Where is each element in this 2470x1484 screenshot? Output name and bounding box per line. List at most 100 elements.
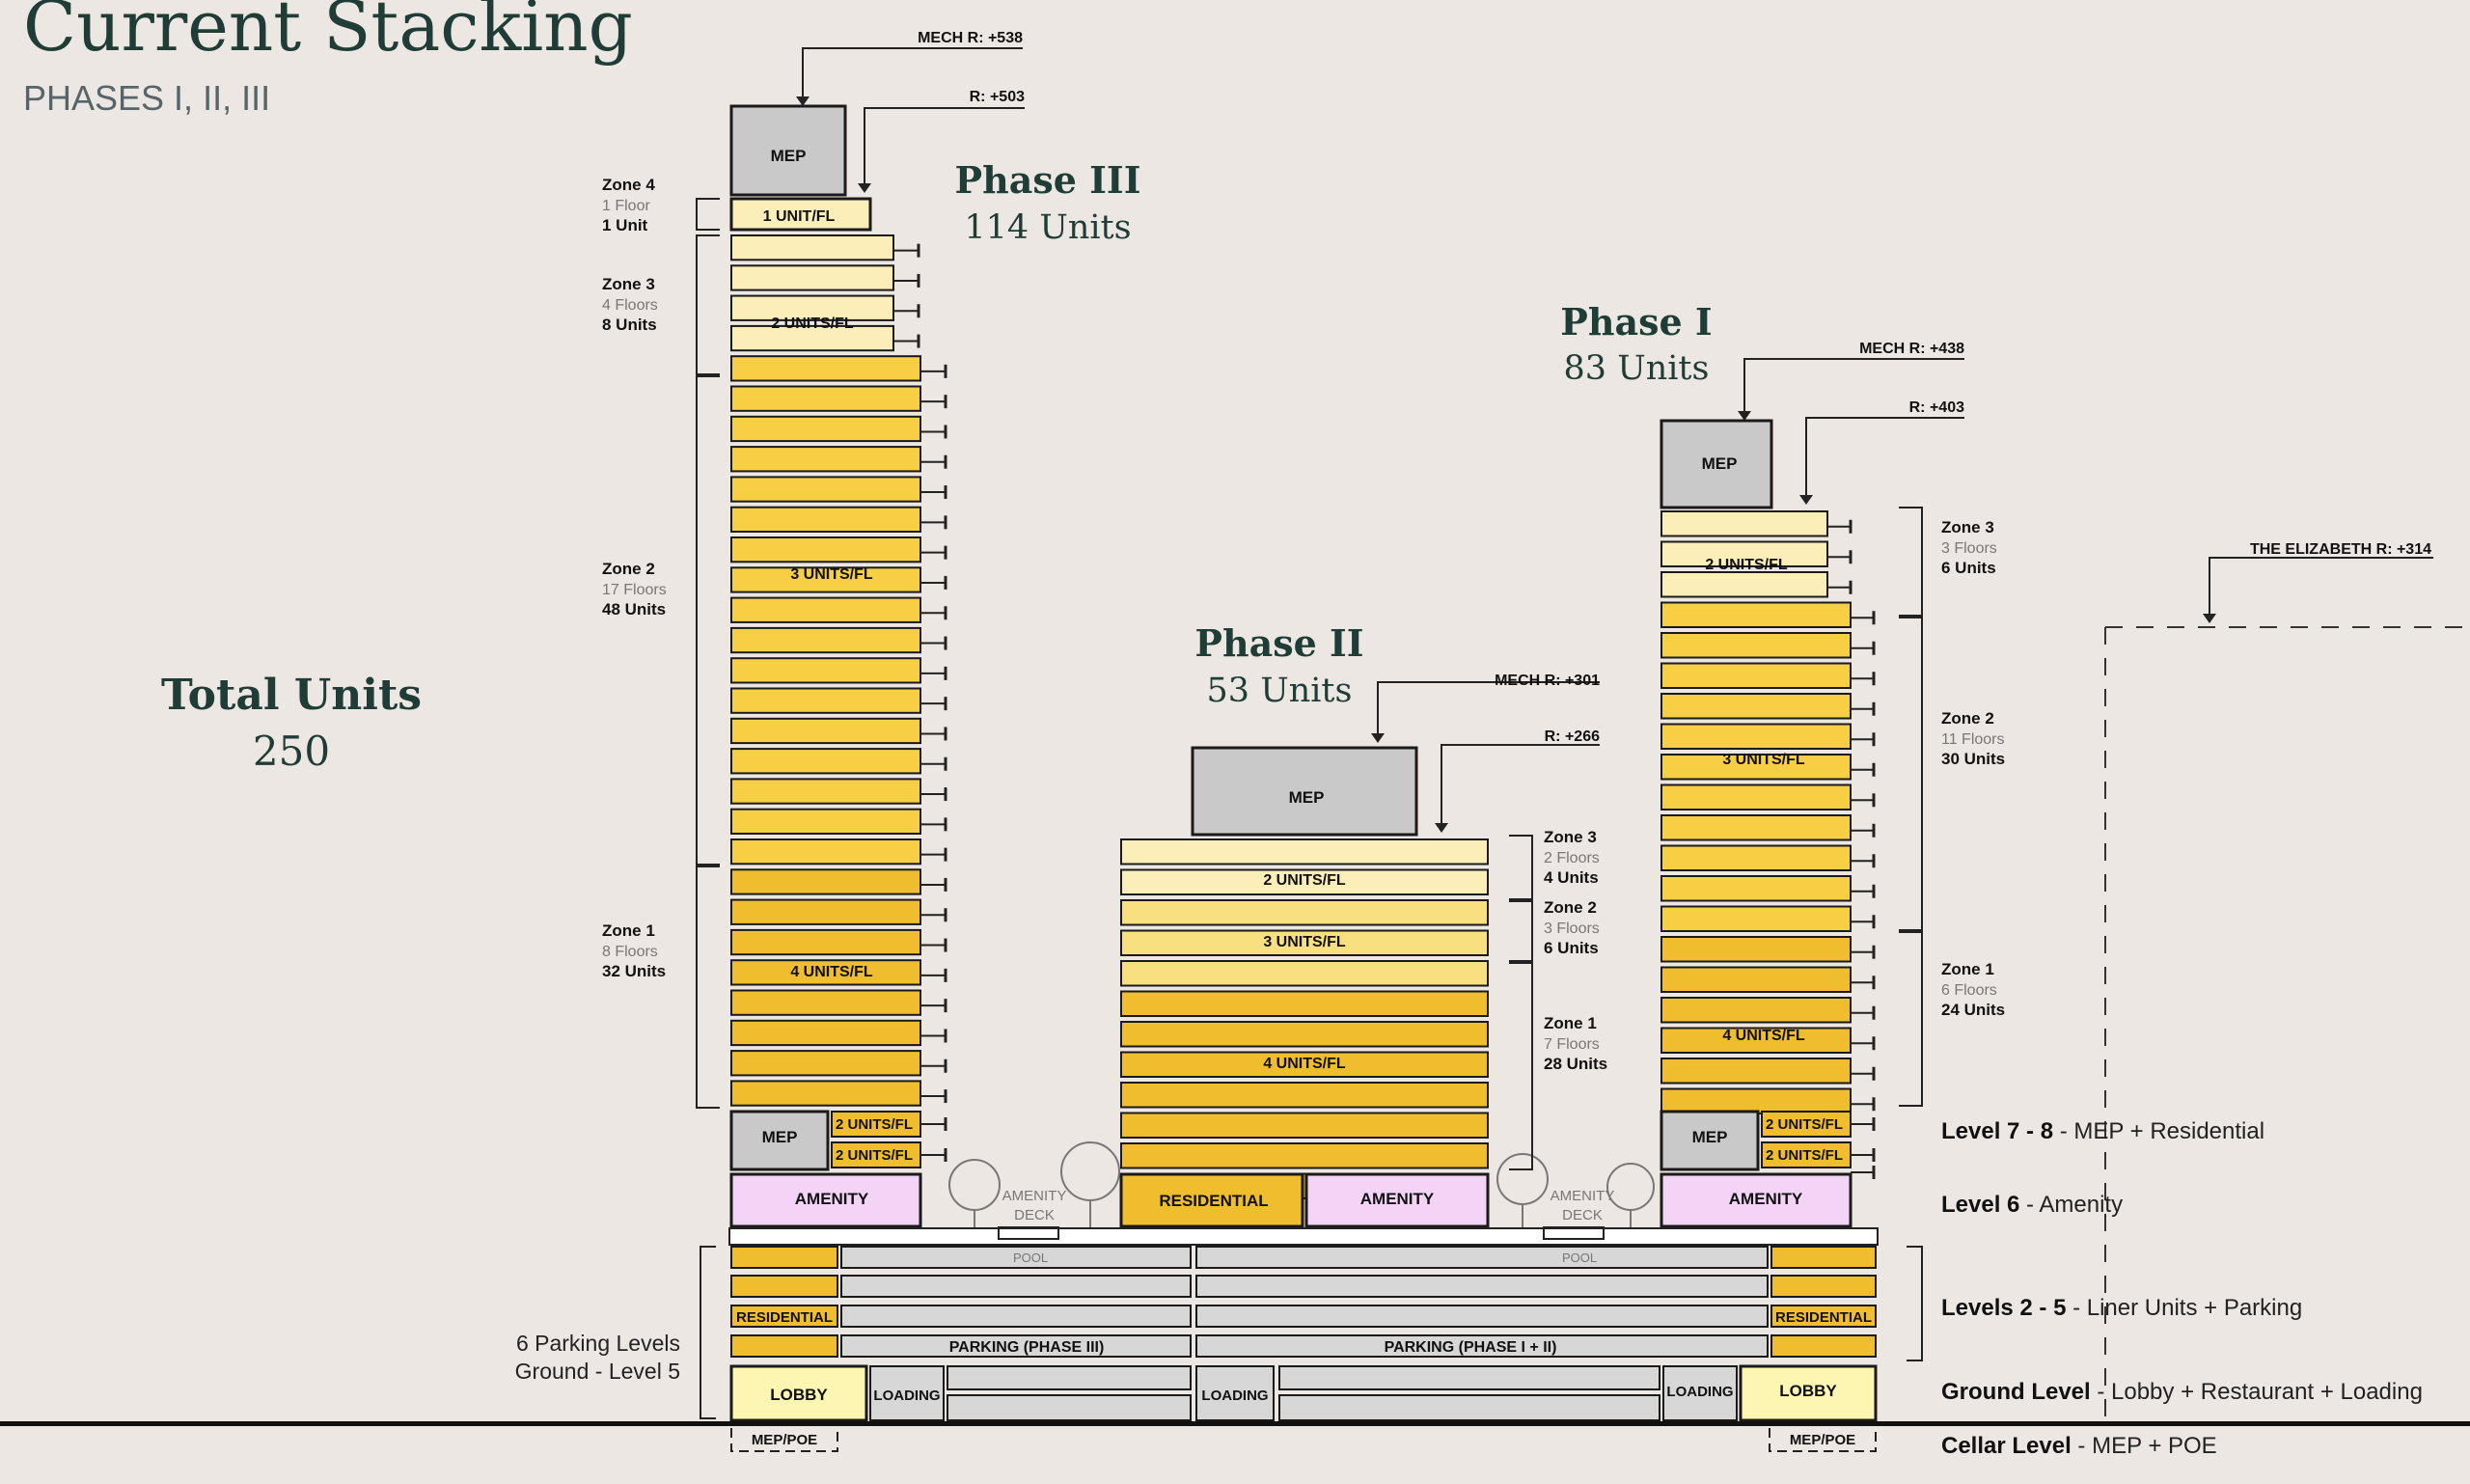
phase2-mech-elevation: MECH R: +301 — [1495, 673, 1600, 689]
p1-l8-units2-label: 2 UNITS/FL — [1766, 1116, 1843, 1133]
amenity-deck-left: AMENITY DECK — [948, 1141, 1120, 1227]
p2-units2-label: 2 UNITS/FL — [1263, 872, 1346, 889]
pool-label-p3: POOL — [1013, 1250, 1048, 1265]
loading-right: LOADING — [1666, 1384, 1733, 1400]
p3-z2-floor — [730, 536, 921, 563]
level-legend-item: Ground Level - Lobby + Restaurant + Load… — [1941, 1379, 2423, 1405]
p1-z1-floor — [1660, 966, 1852, 993]
p1-amenity-level — [1660, 1172, 1852, 1228]
p3-zone4-floor — [729, 197, 872, 232]
p3-zone3-name: Zone 3 — [602, 275, 655, 293]
p2-zone3-units: 4 Units — [1544, 868, 1599, 887]
p2-z3-floor — [1120, 838, 1489, 866]
p3-z1-floor — [730, 1019, 921, 1047]
p1-zone3-bracket — [1899, 507, 1923, 617]
p3-level7-units — [831, 1141, 921, 1168]
p2-amenity-level — [1304, 1172, 1490, 1228]
p1-mep-label: MEP — [1702, 454, 1738, 473]
lobby-right: LOBBY — [1779, 1382, 1837, 1400]
p1-z2-floor — [1660, 632, 1852, 659]
level-legend-name: Level 7 - 8 — [1941, 1118, 2053, 1144]
p3-z1-floor — [730, 959, 921, 986]
p2-units3-label: 3 UNITS/FL — [1263, 934, 1346, 950]
p2-zone3-floors: 2 Floors — [1544, 850, 1600, 866]
phase2-units: 53 Units — [1207, 672, 1353, 710]
amenity-deck-label-b2: DECK — [1562, 1207, 1603, 1223]
p3-z1-floor — [730, 928, 921, 956]
p3-z2-floor — [730, 566, 921, 593]
p2-z1-floor — [1120, 1021, 1489, 1048]
p2-residential-level — [1119, 1172, 1304, 1228]
phase3-units: 114 Units — [964, 208, 1131, 247]
p3-z3-floor — [730, 324, 894, 352]
p1-z2-floor — [1660, 693, 1852, 720]
p2-z1-floor — [1120, 1142, 1489, 1169]
p3-zone2-floors: 17 Floors — [602, 582, 667, 598]
liner-residential-left: RESIDENTIAL — [736, 1309, 833, 1326]
amenity-deck-label-a2: AMENITY — [1551, 1188, 1615, 1204]
p2-z2-floor — [1120, 899, 1489, 926]
p1-level8-units — [1761, 1111, 1852, 1138]
p3-zone4-floors: 1 Floor — [602, 198, 650, 214]
p3-zone4-units: 1 Unit — [602, 216, 648, 234]
p1-z3-floor — [1660, 510, 1828, 537]
p2-zone1-bracket — [1509, 962, 1533, 1170]
p2-zone3-bracket — [1509, 835, 1533, 900]
p3-level7-mep — [729, 1110, 830, 1171]
p3-z2-floor — [730, 596, 921, 623]
p3-mep-label: MEP — [771, 147, 807, 165]
p3-zone2-units: 48 Units — [602, 600, 666, 618]
p1-z1-floor — [1660, 997, 1852, 1024]
p2-mep-block — [1191, 746, 1418, 837]
p1-zone2-units: 30 Units — [1941, 750, 2005, 768]
p3-zone2-name: Zone 2 — [602, 560, 655, 578]
p1-z2-floor — [1660, 905, 1852, 932]
phase2-title: Phase II — [1194, 621, 1363, 665]
loading-middle: LOADING — [1201, 1388, 1268, 1404]
p1-z3-floor — [1660, 571, 1828, 598]
total-units-value: 250 — [253, 728, 330, 775]
p1-level7-mep-label: MEP — [1692, 1128, 1728, 1146]
p1-units2-label: 2 UNITS/FL — [1705, 557, 1788, 573]
p1-zone1-units: 24 Units — [1941, 1001, 2005, 1019]
pool-label-p1: POOL — [1562, 1250, 1597, 1265]
p2-amenity-label: AMENITY — [1360, 1190, 1435, 1208]
p3-zone3-floors: 4 Floors — [602, 297, 658, 314]
p3-z1-floor — [730, 898, 921, 925]
p2-z1-floor — [1120, 990, 1489, 1017]
p3-unit1-label: 1 UNIT/FL — [763, 208, 836, 225]
amenity-deck-label-a: AMENITY — [1002, 1188, 1067, 1204]
phase3-title: Phase III — [955, 158, 1141, 202]
phase1-title: Phase I — [1560, 300, 1712, 344]
p3-units3-label: 3 UNITS/FL — [790, 566, 873, 583]
p3-z2-floor — [730, 415, 921, 443]
p1-level7-mep — [1660, 1110, 1760, 1171]
p2-zone1-units: 28 Units — [1544, 1055, 1607, 1073]
p2-z1-floor — [1120, 1112, 1489, 1139]
elevation-callouts: MECH R: +538 R: +503 MECH R: +301 R: +26… — [796, 30, 2470, 1428]
phase1-roof-elevation: R: +403 — [1909, 399, 1964, 416]
p3-amenity-label: AMENITY — [795, 1190, 869, 1208]
p1-zone2-bracket — [1899, 617, 1923, 931]
p2-zone1-floors: 7 Floors — [1544, 1036, 1600, 1053]
p3-z2-floor — [730, 808, 921, 836]
level-legend-desc: - Liner Units + Parking — [2066, 1295, 2302, 1321]
phase1-mech-elevation: MECH R: +438 — [1859, 341, 1964, 357]
elizabeth-elevation: THE ELIZABETH R: +314 — [2250, 541, 2431, 558]
p1-mep-block — [1660, 419, 1773, 509]
p3-z2-floor — [730, 385, 921, 412]
phase3-mech-elevation: MECH R: +538 — [918, 30, 1023, 46]
p3-z2-floor — [730, 355, 921, 382]
phase2-roof-elevation: R: +266 — [1545, 728, 1600, 745]
p3-z2-floor — [730, 748, 921, 775]
p3-z2-floor — [730, 717, 921, 745]
level-legend-name: Cellar Level — [1941, 1433, 2072, 1459]
page-title: Current Stacking — [23, 0, 633, 67]
p2-z1-floor — [1120, 1051, 1489, 1078]
p3-amenity-level — [729, 1172, 922, 1228]
level-legend-item: Levels 2 - 5 - Liner Units + Parking — [1941, 1295, 2302, 1321]
p1-zone3-floors: 3 Floors — [1941, 540, 1997, 557]
lobby-left: LOBBY — [770, 1386, 828, 1404]
